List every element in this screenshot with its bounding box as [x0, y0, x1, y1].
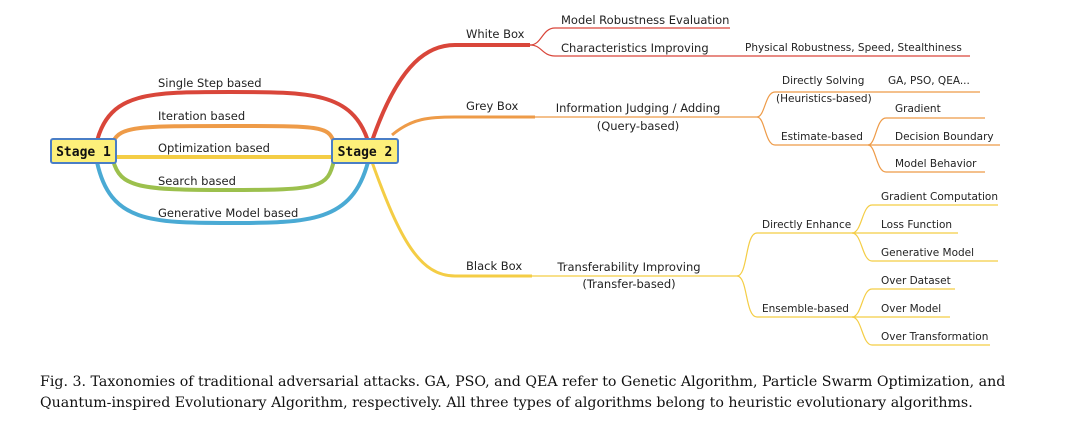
- method-iteration: Iteration based: [158, 109, 245, 123]
- stage2-branches: [370, 43, 535, 278]
- enhance-gradient-computation: Gradient Computation: [881, 191, 998, 203]
- grey-box-label: Grey Box: [466, 99, 518, 113]
- branch-white-box: [370, 43, 530, 142]
- method-optimization: Optimization based: [158, 141, 270, 155]
- enhance-loss-function: Loss Function: [881, 219, 952, 231]
- taxonomy-mindmap: Stage 1 Stage 2 Single Step based Iterat…: [50, 13, 1000, 346]
- stage1-branches: [95, 89, 370, 226]
- grey-box-subbranches: [535, 91, 1000, 173]
- branch-search: [111, 159, 336, 193]
- branch-black-box: [370, 161, 532, 278]
- black-box-label: Black Box: [466, 259, 522, 273]
- ensemble-over-transformation: Over Transformation: [881, 331, 988, 343]
- grey-box-method: Information Judging / Adding: [556, 101, 721, 115]
- heuristic-examples: GA, PSO, QEA...: [888, 75, 970, 87]
- ensemble-over-dataset: Over Dataset: [881, 275, 951, 287]
- estimate-model-behavior: Model Behavior: [895, 158, 977, 170]
- branch-generative: [95, 161, 370, 226]
- model-robustness-evaluation: Model Robustness Evaluation: [561, 13, 729, 27]
- black-box-method: Transferability Improving: [556, 260, 700, 274]
- heuristics-based: (Heuristics-based): [776, 93, 872, 105]
- branch-grey-box: [391, 115, 535, 137]
- characteristics-detail: Physical Robustness, Speed, Stealthiness: [745, 42, 962, 54]
- stage1-node: Stage 1: [50, 138, 117, 164]
- directly-solving: Directly Solving: [782, 75, 864, 87]
- estimate-decision-boundary: Decision Boundary: [895, 131, 994, 143]
- method-search: Search based: [158, 174, 236, 188]
- grey-box-method-type: (Query-based): [597, 119, 680, 133]
- characteristics-improving: Characteristics Improving: [561, 41, 709, 55]
- estimate-based: Estimate-based: [781, 131, 863, 143]
- method-single-step: Single Step based: [158, 76, 262, 90]
- estimate-gradient: Gradient: [895, 103, 941, 115]
- enhance-generative-model: Generative Model: [881, 247, 974, 259]
- black-box-subbranches: [532, 204, 998, 346]
- figure-caption: Fig. 3. Taxonomies of traditional advers…: [40, 374, 1006, 411]
- stage2-label: Stage 2: [338, 145, 393, 160]
- ensemble-over-model: Over Model: [881, 303, 941, 315]
- stage2-node: Stage 2: [331, 138, 399, 164]
- directly-enhance: Directly Enhance: [762, 219, 851, 231]
- white-box-label: White Box: [466, 27, 525, 41]
- white-box-subbranches: [529, 27, 970, 57]
- black-box-method-type: (Transfer-based): [582, 277, 675, 291]
- branch-single-step: [95, 89, 370, 142]
- ensemble-based: Ensemble-based: [762, 303, 849, 315]
- branch-iteration: [111, 124, 336, 143]
- stage1-label: Stage 1: [56, 145, 111, 160]
- method-generative-model: Generative Model based: [158, 206, 298, 220]
